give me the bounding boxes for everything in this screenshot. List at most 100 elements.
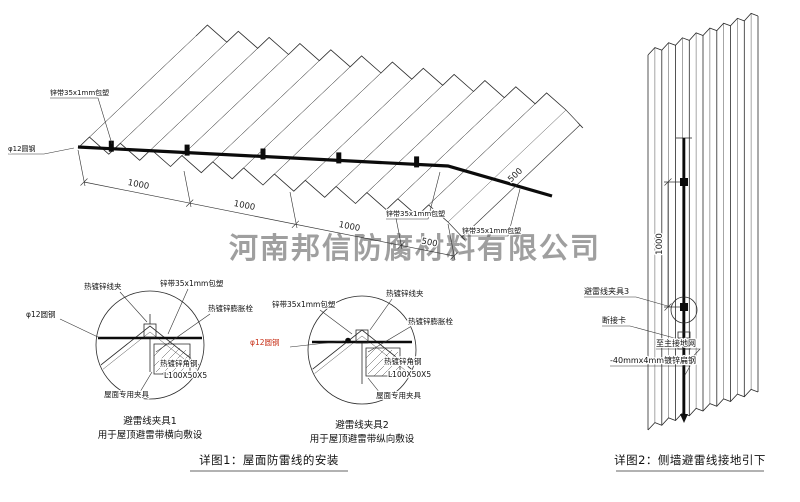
- roof-ridge-line: [212, 49, 331, 162]
- wire-clamp: [414, 156, 420, 168]
- detail-2-title: 避雷线夹具2: [335, 419, 389, 431]
- disconnect-card-lines: [678, 337, 690, 344]
- roof-labels: 锌带35x1mm包塑 φ12圆钢 锌带35x1mm包塑 锌带35x1mm包塑: [7, 87, 522, 237]
- wall-labels: 避雷线夹具3 断接卡 至主接地网 -40mmx4mm镀锌扁钢: [583, 285, 701, 376]
- detail-1-clamp: 热镀锌线夹 锌带35x1mm包塑 热镀锌膨胀栓 φ12圆钢 热镀锌角钢 L100…: [25, 277, 255, 441]
- clamp-detail-marker: [670, 296, 698, 324]
- label-strap: 锌带35x1mm包塑: [160, 278, 224, 288]
- wall-top-edge: [647, 12, 759, 56]
- dimension-ticks: [459, 122, 583, 240]
- roof-ridge-profile-inner: [309, 335, 415, 379]
- angle-steel: [365, 347, 401, 377]
- roof-right-dimension: 500: [447, 109, 584, 241]
- detail-2-subtitle: 用于屋顶避雷带纵向敷设: [310, 433, 415, 445]
- wall-bottom-edge: [647, 388, 759, 431]
- captions: 详图1：屋面防雷线的安装 详图2：侧墙避雷线接地引下: [190, 453, 766, 472]
- roof-isometric-drawing: 1000 1000 1000 500 500 锌带35x1mm包塑 φ12圆钢 …: [7, 24, 584, 261]
- leader-line: [656, 348, 701, 363]
- caption-detail-1: 详图1：屋面防雷线的安装: [199, 453, 339, 467]
- roof-back-profile: [195, 24, 567, 111]
- leader-line: [584, 296, 672, 308]
- leader-line: [367, 326, 411, 353]
- detail-2-labels: 锌带35x1mm包塑 热镀锌线夹 热镀锌膨胀栓 φ12圆钢 热镀锌角钢 L100…: [249, 287, 455, 445]
- lightning-wire: [77, 145, 553, 198]
- leader-line: [167, 288, 189, 335]
- label-angle-steel: 热镀锌角钢: [384, 356, 422, 366]
- dimension-ticks: [664, 178, 672, 311]
- label-angle-spec: L100X50X5: [388, 370, 431, 379]
- label-zinc-strap-mid: 锌带35x1mm包塑: [386, 209, 445, 218]
- leader-line: [8, 147, 75, 155]
- leader-line: [50, 97, 113, 145]
- leader-line: [369, 298, 393, 331]
- label-roof-fixture: 屋面专用夹具: [104, 389, 149, 399]
- roof-ridge-line: [181, 43, 301, 156]
- label-round-steel: φ12圆钢: [8, 144, 36, 153]
- wire-clamp: [336, 152, 342, 164]
- label-roof-fixture: 屋面专用夹具: [376, 390, 421, 400]
- roof-ridge-line: [428, 92, 547, 206]
- dim-label-500: 500: [420, 237, 438, 250]
- dimension-line: [461, 124, 581, 238]
- detail-2-clamp: 锌带35x1mm包塑 热镀锌线夹 热镀锌膨胀栓 φ12圆钢 热镀锌角钢 L100…: [249, 287, 455, 445]
- wire-clamp: [260, 148, 266, 160]
- round-steel-section: [345, 337, 351, 344]
- roof-ridge-line: [274, 61, 393, 175]
- leader-line: [610, 365, 691, 376]
- roof-ridge-line: [335, 74, 455, 187]
- corrugated-wall: [647, 12, 759, 431]
- label-bolt: 热镀锌膨胀栓: [208, 303, 253, 313]
- wire-clamp: [184, 144, 190, 156]
- label-clamp: 热镀锌线夹: [386, 288, 424, 298]
- label-bolt: 热镀锌膨胀栓: [408, 316, 453, 326]
- label-to-ground-grid: 至主接地网: [656, 338, 696, 348]
- detail-1-labels: 热镀锌线夹 锌带35x1mm包塑 热镀锌膨胀栓 φ12圆钢 热镀锌角钢 L100…: [25, 277, 255, 441]
- leader-line: [462, 188, 521, 237]
- label-angle-spec: L100X50X5: [164, 371, 207, 380]
- label-round-steel: φ12圆钢: [26, 309, 56, 319]
- dim-label-1000: 1000: [127, 178, 150, 192]
- dim-label-1000: 1000: [655, 233, 665, 255]
- lightning-wire-clamps: [108, 140, 420, 168]
- label-zinc-strap-right: 锌带35x1mm包塑: [462, 226, 521, 235]
- detail-1-section: [97, 314, 203, 375]
- label-flat-steel: -40mmx4mm镀锌扁钢: [610, 355, 696, 365]
- dimension-extension-lines: [77, 149, 456, 261]
- roof-ridge-line: [89, 24, 208, 138]
- dimension-extension-lines: [664, 181, 680, 308]
- label-round-steel-red: φ12圆钢: [250, 337, 280, 347]
- leader-line: [289, 340, 345, 348]
- leader-line: [155, 313, 211, 353]
- roof-ridge-line: [120, 31, 239, 144]
- leader-line: [59, 318, 101, 339]
- dim-label-1000: 1000: [233, 199, 256, 213]
- detail-1-title: 避雷线夹具1: [123, 415, 177, 427]
- detail-circle: [307, 295, 417, 405]
- label-clamp: 热镀锌线夹: [84, 281, 122, 291]
- leader-line: [119, 291, 148, 323]
- caption-detail-2: 详图2：侧墙避雷线接地引下: [614, 453, 766, 467]
- wall-dimension: 1000: [654, 178, 680, 311]
- detail-1-subtitle: 用于屋顶避雷带横向敷设: [98, 429, 203, 441]
- angle-steel: [153, 343, 191, 375]
- roof-ridge-line: [366, 80, 486, 193]
- leader-line: [139, 371, 153, 393]
- label-clamp-3: 避雷线夹具3: [584, 286, 629, 296]
- angle-steel-hatch: [153, 343, 191, 375]
- detail-circle: [95, 290, 205, 400]
- roof-ridge-line: [150, 37, 270, 150]
- roof-dimension-chain: 1000 1000 1000 500: [77, 149, 458, 261]
- label-strap: 锌带35x1mm包塑: [272, 299, 336, 309]
- corrugated-roof-sheet: [77, 24, 567, 223]
- label-disconnect-card: 断接卡: [602, 315, 626, 325]
- leader-line: [386, 171, 441, 220]
- roof-ridge-profile-inner: [97, 331, 203, 375]
- leader-line: [602, 325, 679, 340]
- roof-ridge-line: [305, 68, 424, 181]
- ground-arrowhead: [680, 414, 688, 423]
- dimension-ticks: [80, 178, 458, 260]
- leader-line: [367, 377, 381, 394]
- roof-ridge-line: [447, 109, 567, 223]
